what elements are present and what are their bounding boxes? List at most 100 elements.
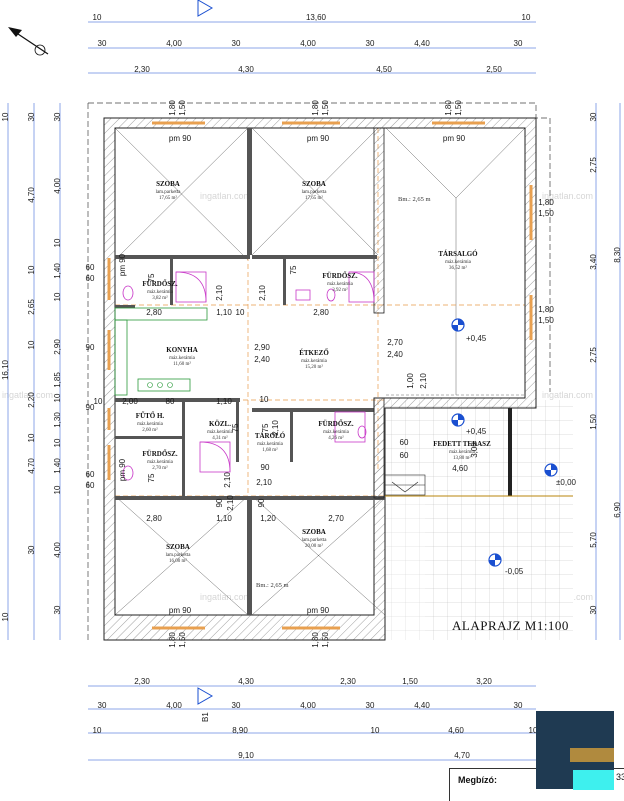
dimension-label: 4,30 bbox=[238, 65, 254, 74]
dimension-label: 4,70 bbox=[27, 458, 36, 474]
dimension-label: 4,60 bbox=[452, 464, 468, 473]
dimension-label: 30 bbox=[27, 112, 36, 121]
dimension-label: 10 bbox=[93, 13, 102, 22]
dimension-label: 2,10 bbox=[419, 373, 428, 389]
svg-text:lam.parketta: lam.parketta bbox=[156, 190, 182, 195]
dimension-label: 10 bbox=[1, 112, 10, 121]
dimension-label: 2,10 bbox=[215, 285, 224, 301]
dimension-label: 10 bbox=[93, 726, 102, 735]
dimension-label: 4,50 bbox=[376, 65, 392, 74]
dimension-label: 10 bbox=[53, 292, 62, 301]
dimension-label: 2,30 bbox=[134, 677, 150, 686]
dimension-label: 30 bbox=[53, 605, 62, 614]
svg-text:4,26 m²: 4,26 m² bbox=[328, 435, 344, 441]
dimension-label: 9,10 bbox=[238, 751, 254, 760]
dimension-label: 75 bbox=[261, 423, 270, 432]
dimension-label: 75 bbox=[231, 423, 240, 432]
svg-text:20,00 m²: 20,00 m² bbox=[305, 543, 323, 549]
dimension-label: 2,70 bbox=[328, 514, 344, 523]
svg-text:máz.kerámia: máz.kerámia bbox=[323, 430, 349, 435]
svg-text:máz.kerámia: máz.kerámia bbox=[207, 430, 233, 435]
dimension-label: 1,80 bbox=[168, 632, 177, 648]
svg-text:máz.kerámia: máz.kerámia bbox=[445, 260, 471, 265]
svg-text:17,65 m²: 17,65 m² bbox=[159, 195, 177, 201]
svg-text:SZOBA: SZOBA bbox=[166, 543, 190, 551]
svg-text:máz.kerámia: máz.kerámia bbox=[137, 422, 163, 427]
dimension-label: 3,20 bbox=[476, 677, 492, 686]
dimension-label: 1,40 bbox=[53, 263, 62, 279]
svg-text:11,60 m²: 11,60 m² bbox=[173, 361, 191, 367]
dimension-label: 60 bbox=[86, 481, 95, 490]
dimension-label: 2,20 bbox=[27, 392, 36, 408]
dimension-label: 2,80 bbox=[313, 308, 329, 317]
dimension-label: 1,40 bbox=[53, 458, 62, 474]
svg-text:FÜRDŐSZ.: FÜRDŐSZ. bbox=[322, 272, 357, 280]
dimension-label: 4,30 bbox=[238, 677, 254, 686]
dimension-label: 3,00 bbox=[470, 442, 479, 458]
section-arrow-icon bbox=[197, 687, 214, 705]
svg-text:SZOBA: SZOBA bbox=[302, 180, 326, 188]
dimension-label: 2,10 bbox=[258, 285, 267, 301]
dimension-label: 75 bbox=[147, 273, 156, 282]
logo-cyan-bar bbox=[573, 770, 614, 790]
svg-text:ingatlan.com: ingatlan.com bbox=[542, 390, 593, 400]
svg-text:lam.parketta: lam.parketta bbox=[166, 553, 192, 558]
dimension-label: 1,80 bbox=[444, 100, 453, 116]
dimension-label: 80 bbox=[166, 397, 175, 406]
dimension-label: 1,20 bbox=[260, 514, 276, 523]
dimension-label: pm 90 bbox=[169, 134, 192, 143]
dimension-label: 1,50 bbox=[402, 677, 418, 686]
dimension-label: 4,70 bbox=[27, 187, 36, 203]
dimension-label: 1,00 bbox=[406, 373, 415, 389]
svg-text:16,00 m²: 16,00 m² bbox=[169, 558, 187, 564]
svg-text:FÜRDŐSZ.: FÜRDŐSZ. bbox=[318, 420, 353, 428]
logo-gold-bar bbox=[570, 748, 614, 762]
windows bbox=[107, 121, 533, 630]
dimension-label: 90 bbox=[261, 463, 270, 472]
svg-text:máz.kerámia: máz.kerámia bbox=[327, 282, 353, 287]
dimension-label: pm 90 bbox=[443, 134, 466, 143]
dimension-label: 60 bbox=[400, 451, 409, 460]
dimension-label: pm 90 bbox=[169, 606, 192, 615]
roof-lines bbox=[114, 127, 526, 616]
dimension-label: 8,90 bbox=[232, 726, 248, 735]
dimension-label: 8,30 bbox=[613, 247, 622, 263]
svg-text:FŰTŐ H.: FŰTŐ H. bbox=[136, 412, 165, 420]
dimension-label: 10 bbox=[260, 395, 269, 404]
svg-text:ingatlan.com: ingatlan.com bbox=[542, 191, 593, 201]
svg-text:FÜRDŐSZ.: FÜRDŐSZ. bbox=[142, 450, 177, 458]
dimension-label: 30 bbox=[27, 545, 36, 554]
dimension-label: 90 bbox=[257, 498, 266, 507]
dimension-label: 1,80 bbox=[168, 100, 177, 116]
svg-text:SZOBA: SZOBA bbox=[156, 180, 180, 188]
svg-text:máz.kerámia: máz.kerámia bbox=[147, 460, 173, 465]
dimension-label: 1,30 bbox=[53, 412, 62, 428]
svg-text:4,31 m²: 4,31 m² bbox=[212, 435, 228, 441]
bathroom-fixtures bbox=[122, 271, 375, 481]
level-label: +0,45 bbox=[466, 334, 487, 343]
svg-text:SZOBA: SZOBA bbox=[302, 528, 326, 536]
dimension-label: 2,75 bbox=[589, 347, 598, 363]
dimension-label: 2,10 bbox=[226, 495, 235, 511]
dimension-label: 2,40 bbox=[387, 350, 403, 359]
dimension-label: 10 bbox=[236, 308, 245, 317]
dimension-label: 1,10 bbox=[216, 308, 232, 317]
dimension-label: 2,10 bbox=[256, 478, 272, 487]
dimension-label: 75 bbox=[147, 473, 156, 482]
dimension-label: 4,00 bbox=[300, 39, 316, 48]
level-markers: +0,45 +0,45 ±0,00 -0,05 bbox=[451, 318, 577, 576]
svg-text:FÜRDŐSZ.: FÜRDŐSZ. bbox=[142, 280, 177, 288]
svg-text:17,65 m²: 17,65 m² bbox=[305, 195, 323, 201]
dimension-label: 2,30 bbox=[134, 65, 150, 74]
dimension-label: 1,50 bbox=[321, 632, 330, 648]
dimension-label: 90 bbox=[215, 498, 224, 507]
dimension-label: 10 bbox=[53, 485, 62, 494]
terrace-paving bbox=[385, 400, 573, 640]
